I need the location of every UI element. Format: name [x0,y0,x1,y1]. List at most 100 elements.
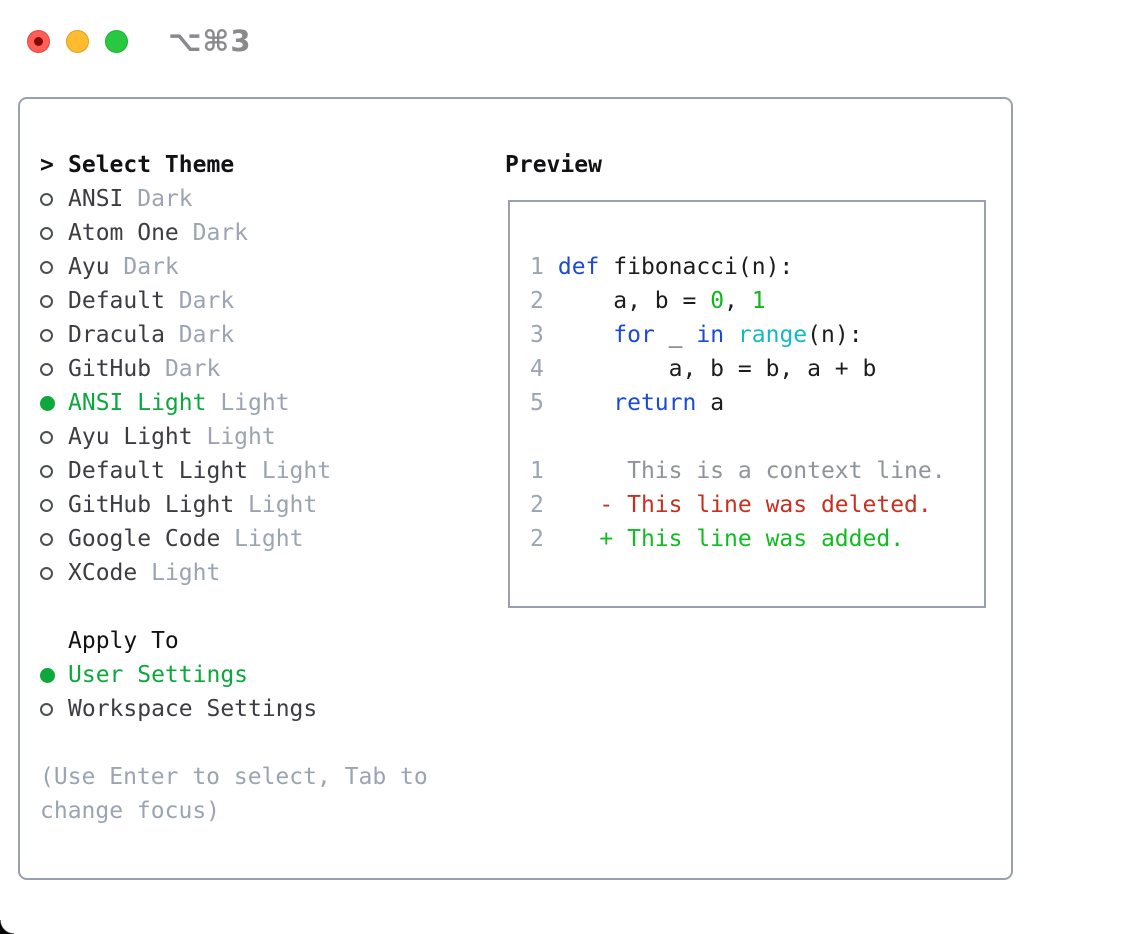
apply-option-workspace-settings[interactable]: Workspace Settings [40,692,485,726]
line-number: 3 [530,322,544,348]
theme-variant-tag: Dark [178,220,249,246]
theme-option-ansi[interactable]: ANSI Dark [40,182,485,216]
radio-unselected-icon [40,294,53,308]
theme-variant-tag: Dark [151,356,221,382]
preview-line: 2 + This line was added. [530,522,984,556]
radio-unselected-icon [40,498,53,512]
theme-variant-tag: Dark [109,254,179,280]
select-theme-title: Select Theme [68,152,235,178]
theme-option-xcode[interactable]: XCode Light [40,556,485,590]
line-number: 1 [530,458,544,484]
code-segment-fn: range [737,322,808,348]
preview-title: Preview [505,152,602,178]
radio-unselected-icon [40,226,53,240]
keyboard-shortcut-label: ⌥⌘3 [168,24,252,58]
radio-unselected-icon [40,328,53,342]
code-segment-fg: (n): [807,322,863,348]
radio-unselected-icon [40,566,53,580]
code-segment-ctx: This is a context line. [557,458,946,484]
preview-line [530,420,984,454]
preview-line: 3 for _ in range(n): [530,318,984,352]
apply-to-header: Apply To [40,624,485,658]
apply-to-title: Apply To [68,628,179,654]
line-number: 2 [530,288,544,314]
theme-name: Default [68,288,165,314]
line-number: 2 [530,526,544,552]
theme-name: ANSI Light [68,390,207,416]
theme-option-ansi-light[interactable]: ANSI Light Light [40,386,485,420]
radio-selected-icon [40,395,55,411]
theme-option-ayu-light[interactable]: Ayu Light Light [40,420,485,454]
theme-option-ayu[interactable]: Ayu Dark [40,250,485,284]
radio-unselected-icon [40,192,53,206]
theme-option-google-code[interactable]: Google Code Light [40,522,485,556]
apply-option-user-settings[interactable]: User Settings [40,658,485,692]
code-segment-fg: _ [654,322,697,348]
close-button-dot-icon [34,36,43,46]
radio-unselected-icon [40,362,53,376]
code-segment-fg [558,390,613,416]
radio-unselected-icon [40,430,53,444]
theme-name: GitHub [68,356,152,382]
code-segment-num: 1 [751,288,766,314]
code-segment-fg: a, b = b, a + b [557,356,877,382]
theme-option-github-light[interactable]: GitHub Light Light [40,488,485,522]
code-segment-add: + This line was added. [557,526,905,552]
spacer [40,726,485,760]
theme-option-default-light[interactable]: Default Light Light [40,454,485,488]
theme-name: Ayu [68,254,110,280]
code-segment-kw: for [613,322,655,348]
line-number: 5 [530,390,544,416]
theme-variant-tag: Light [206,390,290,416]
theme-option-dracula[interactable]: Dracula Dark [40,318,485,352]
preview-line: 5 return a [530,386,984,420]
code-segment-fg: , [724,288,752,314]
code-segment-kw: return [613,390,697,416]
help-text: (Use Enter to select, Tab to change focu… [40,764,428,824]
theme-variant-tag: Light [192,424,276,450]
zoom-button[interactable] [105,29,128,53]
theme-option-atom-one[interactable]: Atom One Dark [40,216,485,250]
preview-line: 1 This is a context line. [530,454,984,488]
code-segment-kw: in [696,322,725,348]
radio-unselected-icon [40,464,53,478]
preview-line: 2 - This line was deleted. [530,488,984,522]
theme-variant-tag: Light [248,458,332,484]
code-segment-fg: fibonacci(n): [599,254,794,280]
spacer [40,590,485,624]
code-segment-num: 0 [710,288,725,314]
theme-option-github[interactable]: GitHub Dark [40,352,485,386]
theme-variant-tag: Light [220,526,304,552]
preview-line: 1 def fibonacci(n): [530,250,984,284]
theme-name: Atom One [68,220,179,246]
radio-selected-icon [40,667,55,683]
close-button[interactable] [27,29,50,53]
theme-variant-tag: Light [234,492,318,518]
theme-name: Dracula [68,322,165,348]
theme-name: Google Code [68,526,221,552]
theme-variant-tag: Light [137,560,221,586]
preview-line: 2 a, b = 0, 1 [530,284,984,318]
code-segment-fg [724,322,738,348]
theme-name: ANSI [68,186,124,212]
radio-unselected-icon [40,702,53,716]
screenshot-corner-artifact [0,920,14,934]
theme-name: Default Light [68,458,249,484]
line-number: 1 [530,254,544,280]
code-segment-fg: a, b = [557,288,711,314]
code-segment-kw: def [557,254,600,280]
minimize-button[interactable] [66,29,89,53]
apply-option-label: User Settings [68,662,249,688]
theme-option-default[interactable]: Default Dark [40,284,485,318]
radio-unselected-icon [40,260,53,274]
line-number: 2 [530,492,544,518]
code-segment-del: - This line was deleted. [557,492,932,518]
preview-line: 4 a, b = b, a + b [530,352,984,386]
select-theme-header: > Select Theme [40,148,485,182]
